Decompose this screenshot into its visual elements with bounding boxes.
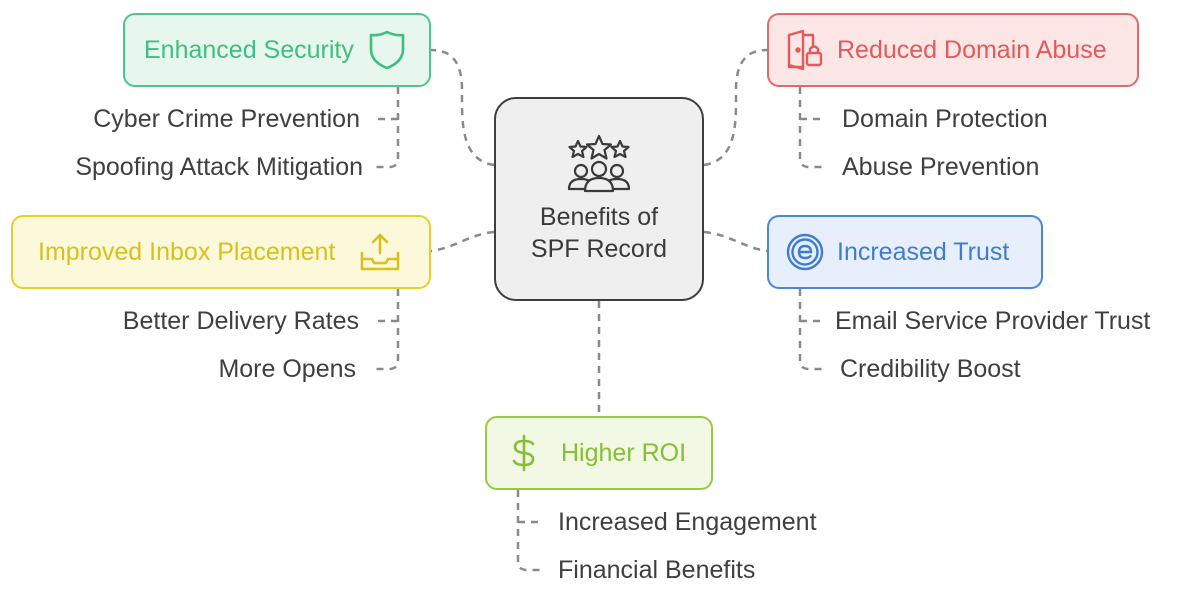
sub-increased-engagement: Increased Engagement (558, 508, 817, 536)
sub-credibility-boost: Credibility Boost (840, 355, 1021, 383)
branch-higher-roi: Higher ROI (485, 416, 713, 490)
door-lock-icon (785, 29, 825, 71)
connector-trust (703, 230, 768, 253)
branch-enhanced-security: Enhanced Security (123, 13, 431, 87)
sub-connector-roi (516, 490, 542, 572)
branch-improved-inbox-placement: Improved Inbox Placement (11, 215, 431, 289)
sub-domain-protection: Domain Protection (842, 105, 1048, 133)
branch-label: Increased Trust (837, 237, 1010, 266)
connector-security (430, 48, 495, 167)
connector-inbox (430, 230, 495, 253)
center-node: Benefits of SPF Record (494, 97, 704, 301)
center-title: Benefits of SPF Record (531, 201, 667, 265)
star-group-icon (565, 133, 633, 195)
sub-email-service-provider-trust: Email Service Provider Trust (835, 307, 1151, 335)
branch-reduced-domain-abuse: Reduced Domain Abuse (767, 13, 1139, 87)
sub-spoofing-attack-mitigation: Spoofing Attack Mitigation (75, 153, 363, 181)
sub-financial-benefits: Financial Benefits (558, 556, 756, 584)
sub-more-opens: More Opens (218, 355, 356, 383)
branch-label: Improved Inbox Placement (38, 237, 336, 266)
branch-label: Higher ROI (561, 438, 687, 467)
inbox-upload-icon (359, 231, 401, 273)
branch-increased-trust: Increased Trust (767, 215, 1043, 289)
sub-connector-domain (798, 87, 824, 169)
center-title-line1: Benefits of (539, 203, 659, 231)
center-title-line2: SPF Record (530, 235, 668, 263)
shield-icon (368, 29, 406, 71)
dollar-icon (509, 433, 539, 473)
sub-connector-trust (798, 289, 824, 371)
email-e-icon (785, 232, 825, 272)
branch-label: Enhanced Security (144, 35, 354, 64)
sub-connector-inbox (376, 289, 400, 371)
branch-label: Reduced Domain Abuse (837, 35, 1107, 64)
connector-domain (703, 48, 768, 167)
sub-abuse-prevention: Abuse Prevention (842, 153, 1040, 181)
sub-connector-security (376, 87, 400, 169)
sub-cyber-crime-prevention: Cyber Crime Prevention (93, 105, 360, 133)
sub-better-delivery-rates: Better Delivery Rates (122, 307, 359, 335)
